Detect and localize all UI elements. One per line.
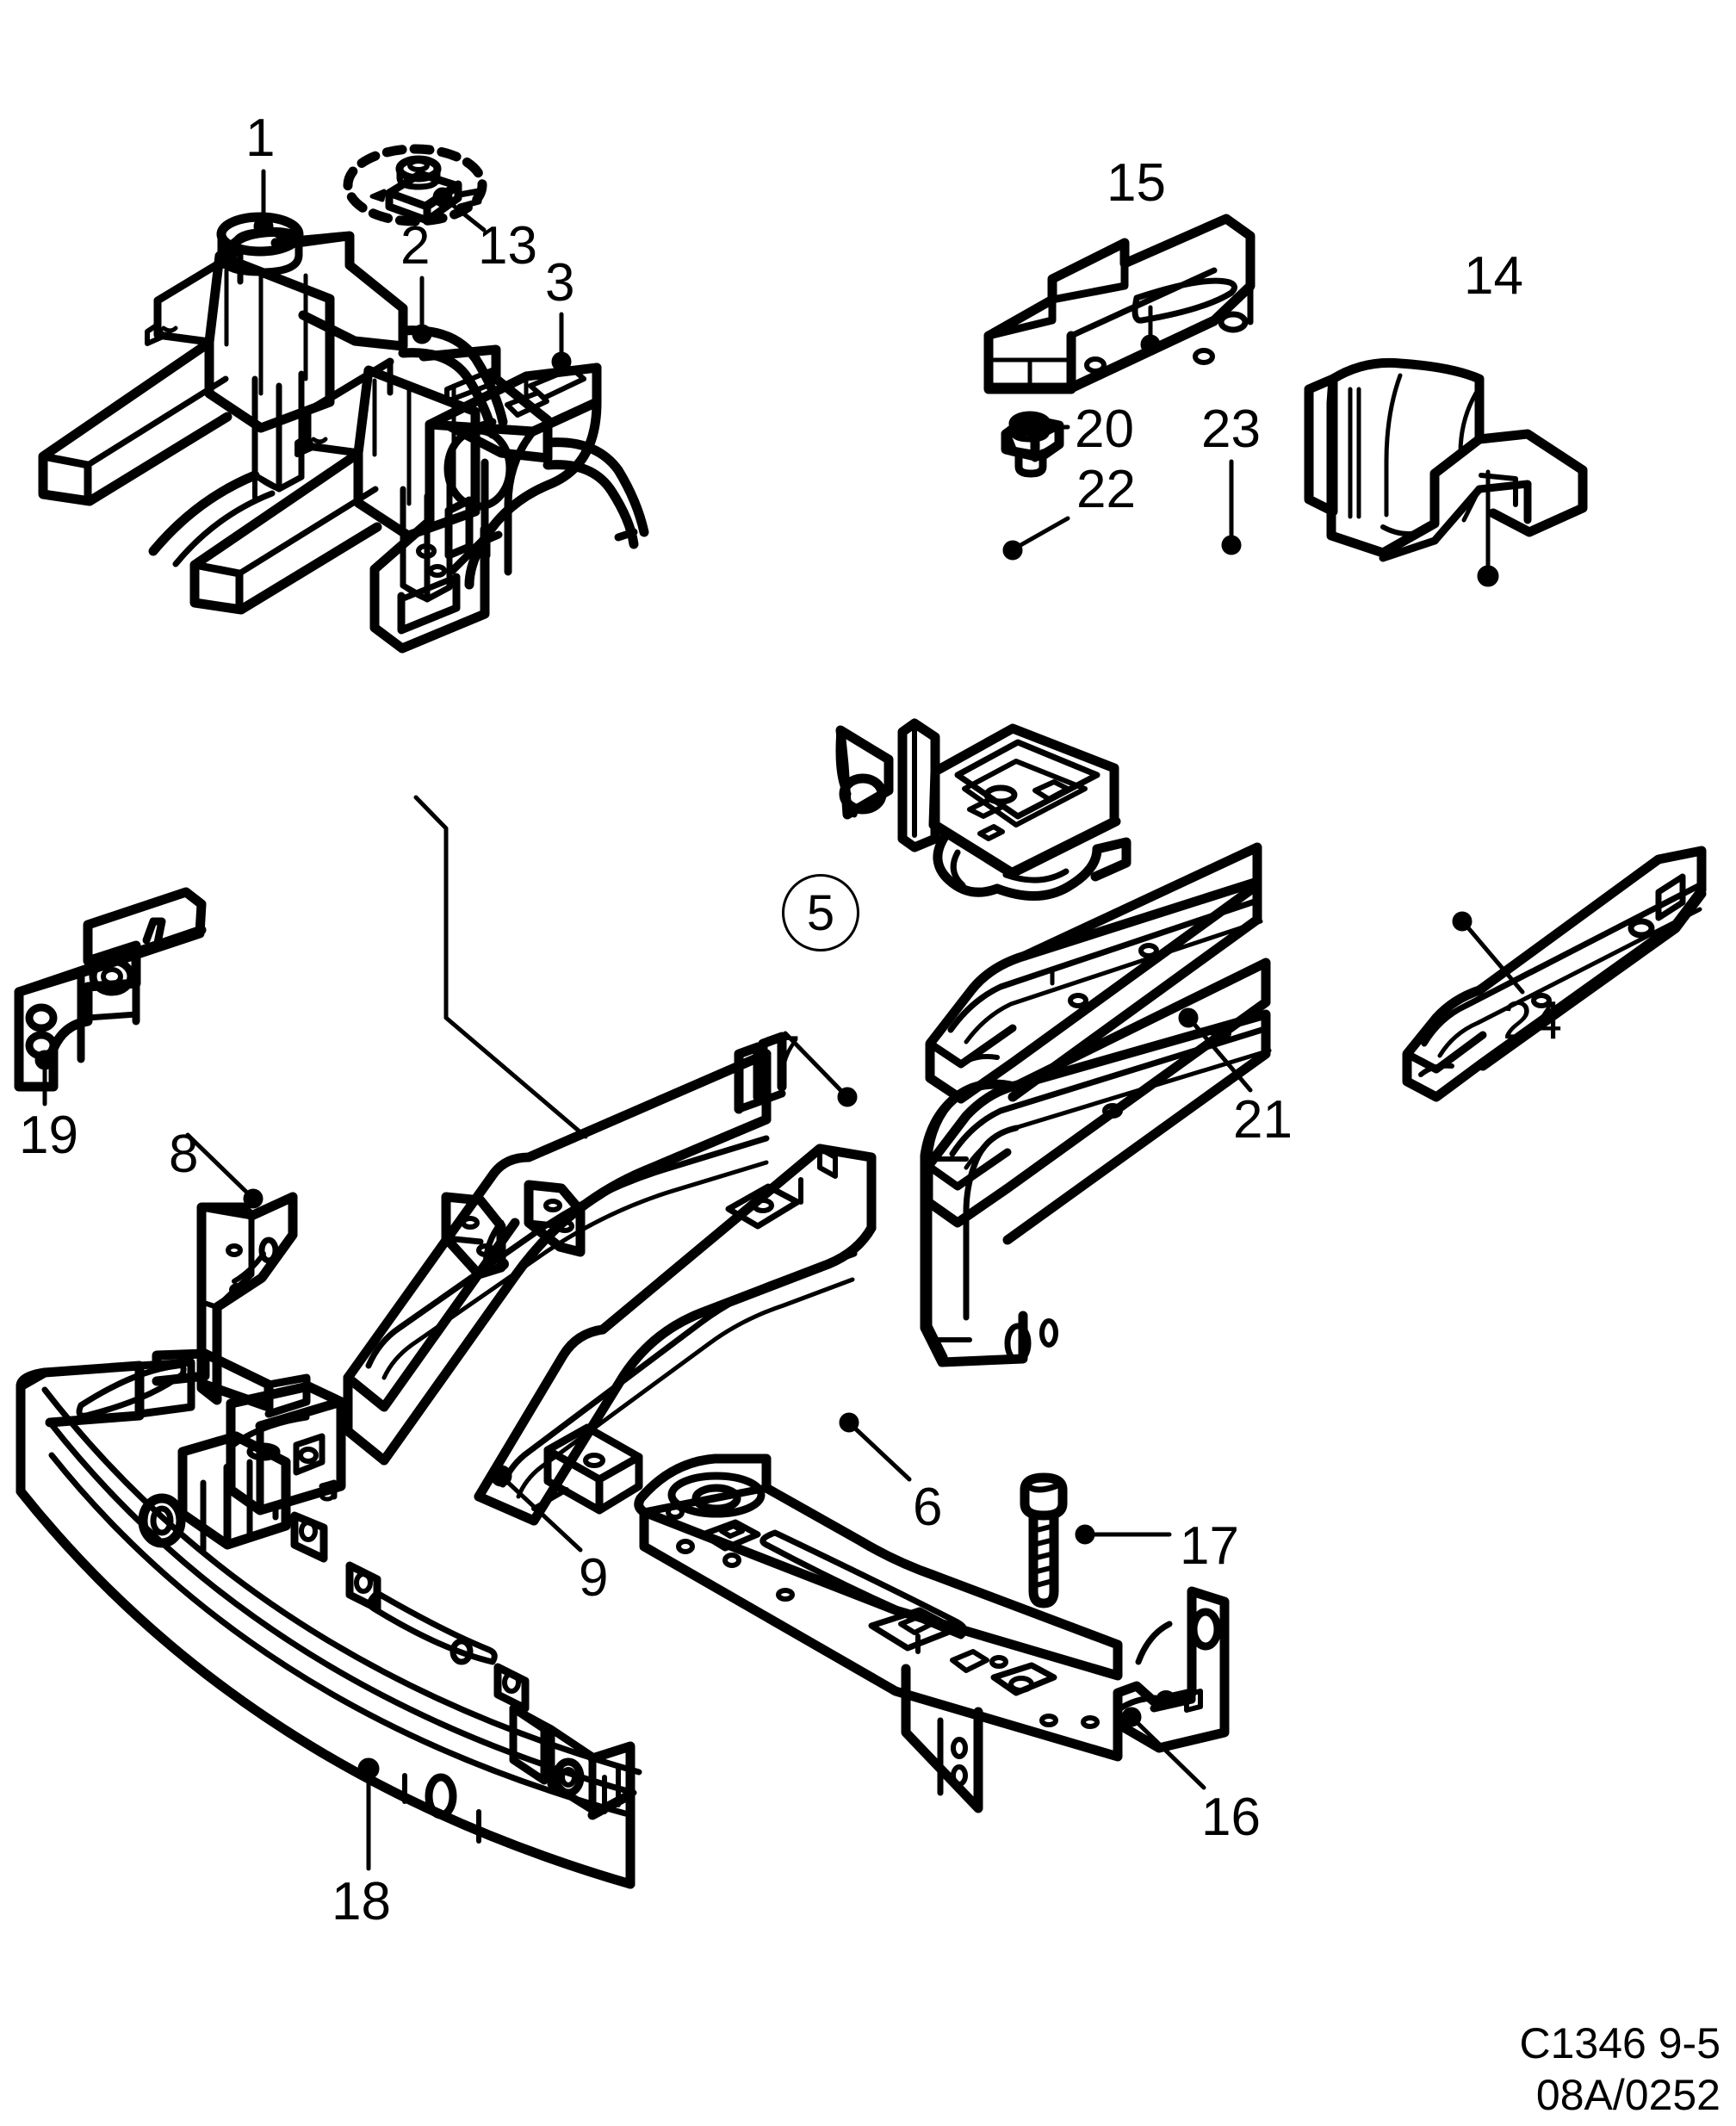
part-17-tapping-screw — [1020, 1472, 1068, 1608]
part-6-side-member-rear-section — [474, 1144, 877, 1526]
part-23-inner-sill-rail — [925, 842, 1263, 1104]
callout-17: 17 — [1180, 1516, 1239, 1576]
part-3-inner-apron-panel — [369, 363, 602, 654]
part-8-hinge-pillar-reinforcement — [196, 1192, 298, 1405]
sheet-code: 08A/0252 — [1535, 2071, 1720, 2119]
callout-24: 24 — [1503, 991, 1562, 1051]
callout-18: 18 — [332, 1872, 391, 1931]
callout-8: 8 — [169, 1125, 199, 1184]
part-24-rear-sill-extension — [1402, 846, 1707, 1102]
part-1-wheelhouse-left — [38, 212, 508, 567]
drawing-number: C1346 9-5 — [1519, 2019, 1721, 2067]
callout-22: 22 — [1076, 460, 1136, 519]
part-14-rear-closing-panel — [1304, 357, 1588, 562]
callout-13: 13 — [478, 216, 537, 276]
drawing-reference-footer: C1346 9-5 08A/0252 — [1520, 2018, 1721, 2121]
callout-19: 19 — [19, 1106, 78, 1165]
part-18-bumper-reinforcement-beam — [16, 1348, 642, 1889]
part-13-strut-mount-detail — [343, 144, 487, 226]
part-15-front-rail-extension — [983, 214, 1256, 394]
callout-7: 7 — [771, 1026, 801, 1085]
callout-23: 23 — [1201, 400, 1261, 459]
callout-1: 1 — [245, 108, 276, 168]
callout-21: 21 — [1233, 1090, 1293, 1150]
callout-5-circled: 5 — [782, 874, 859, 951]
part-16-upper-tie-bar — [634, 1453, 1230, 1813]
part-7-side-member-box-rail — [343, 1032, 787, 1466]
callout-2: 2 — [400, 216, 431, 276]
callout-14: 14 — [1464, 246, 1523, 306]
callout-9: 9 — [579, 1548, 609, 1608]
part-19-flat-bracket — [14, 887, 207, 1092]
part-20-rubber-mount — [1001, 411, 1064, 478]
callout-6: 6 — [913, 1478, 943, 1537]
callout-3: 3 — [545, 253, 575, 313]
callout-16: 16 — [1201, 1788, 1261, 1847]
part-22-engine-mount-bracket — [835, 718, 1132, 901]
callout-20: 20 — [1075, 400, 1134, 459]
part-21-outer-sill-rocker — [920, 958, 1272, 1367]
callout-15: 15 — [1107, 153, 1166, 213]
